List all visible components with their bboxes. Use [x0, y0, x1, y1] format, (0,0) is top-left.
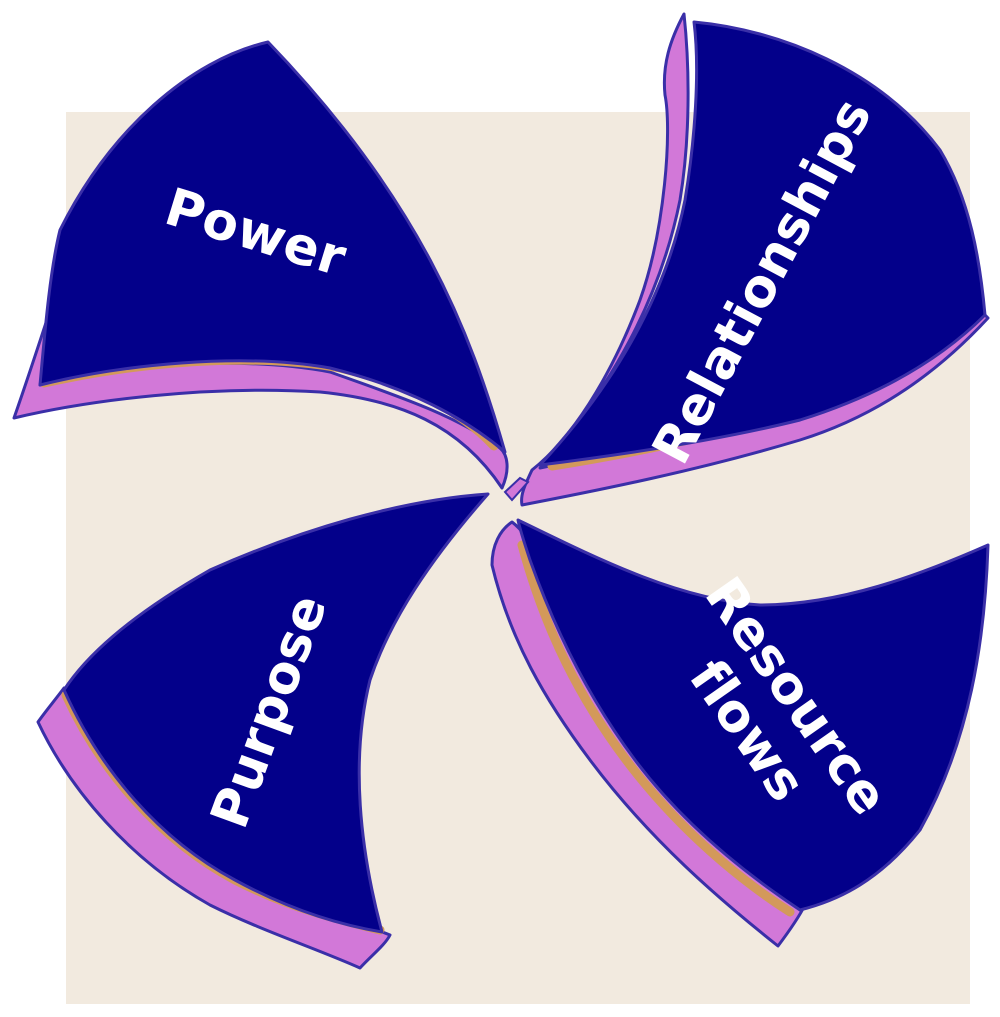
blade-relationships: Relationships	[520, 12, 990, 507]
blade-purpose-face	[62, 492, 490, 934]
blade-resource-flows: Resource flows	[490, 518, 990, 948]
blade-resource-flows-accent	[517, 540, 795, 917]
blade-resource-flows-face	[516, 518, 990, 912]
center-sliver	[503, 476, 530, 502]
blade-relationships-face	[538, 20, 987, 467]
blade-power-face	[38, 40, 507, 454]
blade-power: Power	[12, 40, 509, 490]
blade-purpose: Purpose	[36, 492, 490, 970]
